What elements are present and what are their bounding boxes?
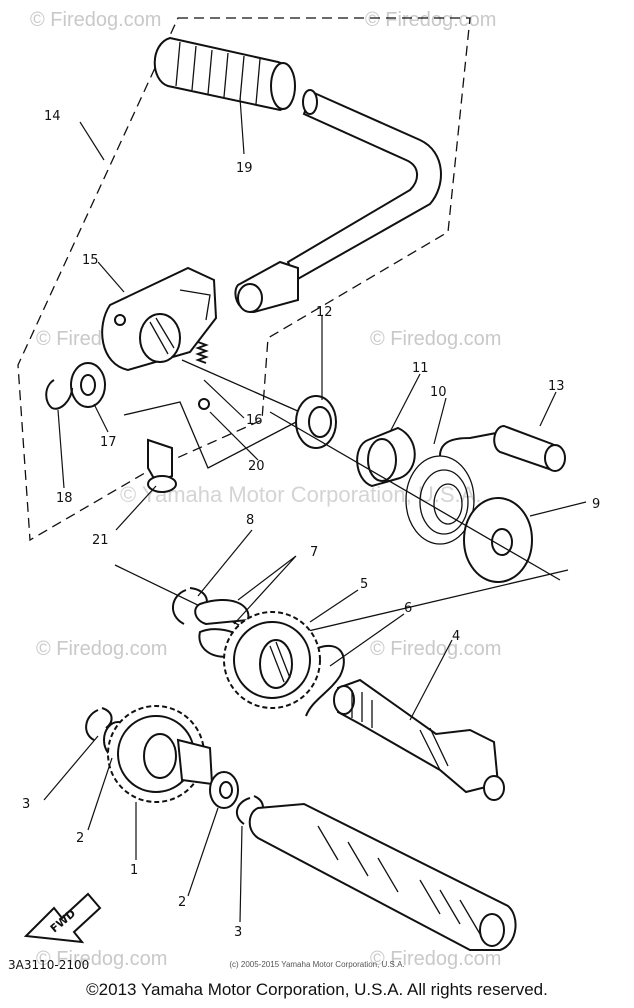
- part-18-circlip: [45, 379, 73, 410]
- diagram-code: 3A3110-2100: [8, 958, 90, 972]
- part-6-spring-clip: [305, 645, 345, 717]
- callout-2: 2: [76, 831, 84, 846]
- watermark: © Firedog.com: [370, 638, 501, 660]
- callout-14: 14: [44, 109, 61, 124]
- part-15-lever-boss: [101, 266, 218, 372]
- part-10-torsion-spring: [405, 429, 513, 545]
- watermark: © Firedog.com: [370, 328, 501, 350]
- part-13-pin: [493, 424, 566, 472]
- callout-8: 8: [246, 513, 254, 528]
- fwd-arrow: FWD: [23, 892, 102, 944]
- watermark: © Firedog.com: [36, 948, 167, 970]
- part-19-grip: [153, 36, 296, 112]
- footer-copyright: ©2013 Yamaha Motor Corporation, U.S.A. A…: [86, 980, 548, 999]
- small-copyright: (c) 2005-2015 Yamaha Motor Corporation, …: [229, 960, 405, 969]
- watermark: © Firedog.com: [30, 9, 161, 31]
- part-2-washer-right: [209, 771, 239, 809]
- watermark: © Firedog.com: [36, 638, 167, 660]
- callout-3: 3: [234, 925, 242, 940]
- callout-21: 21: [92, 533, 109, 548]
- callout-4: 4: [452, 629, 460, 644]
- part-1-idle-gear: [107, 705, 214, 803]
- watermark: © Firedog.com: [365, 9, 496, 31]
- part-9-washer: [463, 497, 533, 583]
- callout-19: 19: [236, 161, 253, 176]
- callout-1: 1: [130, 863, 138, 878]
- callout-labels: 14 19 15 12 11 10 13 16 17 18 20 21 9 8 …: [22, 109, 600, 940]
- callout-3: 3: [22, 797, 30, 812]
- callout-17: 17: [100, 435, 117, 450]
- callout-15: 15: [82, 253, 99, 268]
- callout-20: 20: [248, 459, 265, 474]
- part-11-collar: [356, 426, 416, 488]
- callout-5: 5: [360, 577, 368, 592]
- callout-12: 12: [316, 305, 333, 320]
- kick-lever-arm: [234, 89, 442, 314]
- part-20-ball: [198, 398, 210, 410]
- callout-10: 10: [430, 385, 447, 400]
- main-shaft: [248, 802, 517, 951]
- callout-11: 11: [412, 361, 429, 376]
- assembly-outline-14: [17, 17, 471, 542]
- callout-2: 2: [178, 895, 186, 910]
- callout-9: 9: [592, 497, 600, 512]
- assembly-link-line: [123, 359, 301, 469]
- watermark: © Firedog.com: [370, 948, 501, 970]
- part-5-kick-gear: [223, 611, 321, 709]
- callout-18: 18: [56, 491, 73, 506]
- part-16-spring: [195, 341, 209, 364]
- part-17-washer: [70, 362, 106, 408]
- part-4-kick-shaft: [333, 678, 505, 801]
- callout-7: 7: [310, 545, 318, 560]
- part-21-bolt: [147, 438, 177, 493]
- leader-lines: [43, 97, 587, 923]
- watermark-layer: © Firedog.com © Firedog.com © Firedog.co…: [30, 9, 501, 970]
- callout-13: 13: [548, 379, 565, 394]
- callout-6: 6: [404, 601, 412, 616]
- part-12-oil-seal: [295, 395, 337, 449]
- callout-16: 16: [246, 413, 263, 428]
